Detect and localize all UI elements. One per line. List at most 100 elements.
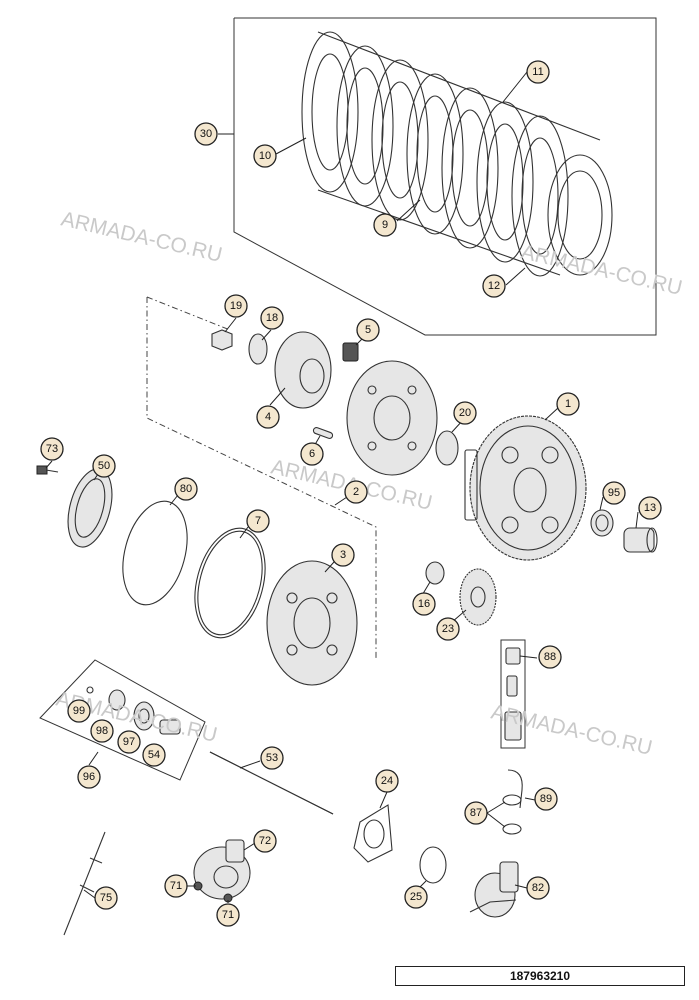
callout-label: 3: [340, 549, 346, 561]
disc-80: [122, 500, 188, 606]
bushing-95: [590, 509, 614, 537]
callout-label: 2: [353, 486, 359, 498]
callout-label: 82: [532, 882, 544, 894]
callout: 3: [331, 543, 355, 567]
callout: 89: [534, 787, 558, 811]
callout: 16: [412, 592, 436, 616]
callout: 95: [602, 481, 626, 505]
callout-label: 53: [266, 752, 278, 764]
callout: 98: [90, 719, 114, 743]
callout-label: 89: [540, 793, 552, 805]
callout: 73: [40, 437, 64, 461]
watermark: ARMADA-CO.RU: [59, 207, 224, 266]
callout-label: 12: [488, 280, 500, 292]
callout: 71: [164, 874, 188, 898]
callout-label: 71: [170, 880, 182, 892]
callout-label: 75: [100, 892, 112, 904]
callout: 10: [253, 144, 277, 168]
callout-label: 80: [180, 483, 192, 495]
callout: 6: [300, 442, 324, 466]
callouts: 30 10 11 9 12 19 18 5 4 6 20 1 73 50 80 …: [40, 60, 662, 927]
nut-19: [211, 329, 233, 351]
callout-label: 18: [266, 312, 278, 324]
callout-label: 99: [73, 705, 85, 717]
friction-ring-50: [67, 468, 113, 548]
callout-label: 30: [200, 128, 212, 140]
callout: 19: [224, 294, 248, 318]
callout: 1: [556, 392, 580, 416]
callout-label: 9: [382, 219, 388, 231]
callout-label: 98: [96, 725, 108, 737]
callout: 54: [142, 743, 166, 767]
callout-label: 16: [418, 598, 430, 610]
gear-23: [459, 568, 497, 626]
pressure-plate-3: [266, 560, 358, 686]
callout: 24: [375, 769, 399, 793]
callout: 97: [117, 730, 141, 754]
pin-6: [312, 427, 334, 439]
callout-label: 24: [381, 775, 393, 787]
watermarks: ARMADA-CO.RU ARMADA-CO.RU ARMADA-CO.RU A…: [54, 207, 684, 759]
fitting-group-88: [500, 639, 526, 749]
gasket-24: [353, 804, 393, 863]
callout: 53: [260, 746, 284, 770]
callout-label: 13: [644, 502, 656, 514]
callout: 23: [436, 617, 460, 641]
callout: 96: [77, 765, 101, 789]
inner-hub-4: [274, 331, 332, 409]
callout-label: 10: [259, 150, 271, 162]
hose-fitting-89: [502, 769, 523, 835]
syringe-75: [63, 831, 106, 936]
callout-label: 97: [123, 736, 135, 748]
callout: 25: [404, 885, 428, 909]
callout: 13: [638, 496, 662, 520]
callout: 12: [482, 274, 506, 298]
clutch-disc-stack: [301, 31, 613, 277]
callout-label: 88: [544, 651, 556, 663]
callout: 50: [92, 454, 116, 478]
sleeve-13: [623, 527, 658, 553]
callout-label: 11: [532, 66, 543, 78]
clutch-hub-group-frame: [146, 297, 377, 660]
callout: 80: [174, 477, 198, 501]
callout-label: 54: [148, 749, 160, 761]
callout: 20: [453, 401, 477, 425]
callout-label: 4: [265, 411, 271, 423]
callout-label: 50: [98, 460, 110, 472]
callout: 72: [253, 829, 277, 853]
diagram-number-label: 187963210: [395, 966, 685, 986]
callout: 71: [216, 903, 240, 927]
callout-label: 72: [259, 835, 271, 847]
callout-label: 19: [230, 300, 242, 312]
callout: 9: [373, 213, 397, 237]
watermark: ARMADA-CO.RU: [519, 240, 684, 299]
clutch-basket-plate: [346, 360, 438, 476]
slave-cylinder-72: [193, 839, 251, 903]
screw-73: [36, 465, 59, 475]
primary-gear-1: [464, 415, 587, 561]
callout: 30: [194, 122, 218, 146]
callout: 2: [344, 480, 368, 504]
callout: 4: [256, 405, 280, 429]
bearing-group-96: [39, 659, 206, 781]
clutch-disc-kit-frame: [233, 17, 657, 336]
callout: 87: [464, 801, 488, 825]
washer-18: [248, 333, 268, 365]
collar-16: [425, 561, 445, 585]
callout-label: 7: [255, 515, 261, 527]
callout: 99: [67, 699, 91, 723]
callout-label: 1: [565, 398, 571, 410]
callout-label: 87: [470, 807, 482, 819]
callout-label: 73: [46, 443, 58, 455]
callout-label: 5: [365, 324, 371, 336]
ring-7: [194, 527, 266, 639]
part-5: [342, 342, 359, 362]
o-ring-25: [419, 846, 447, 884]
callout-label: 25: [410, 891, 422, 903]
callout-label: 20: [459, 407, 471, 419]
washer-20: [435, 430, 459, 466]
callout-label: 95: [608, 487, 620, 499]
callout: 5: [356, 318, 380, 342]
